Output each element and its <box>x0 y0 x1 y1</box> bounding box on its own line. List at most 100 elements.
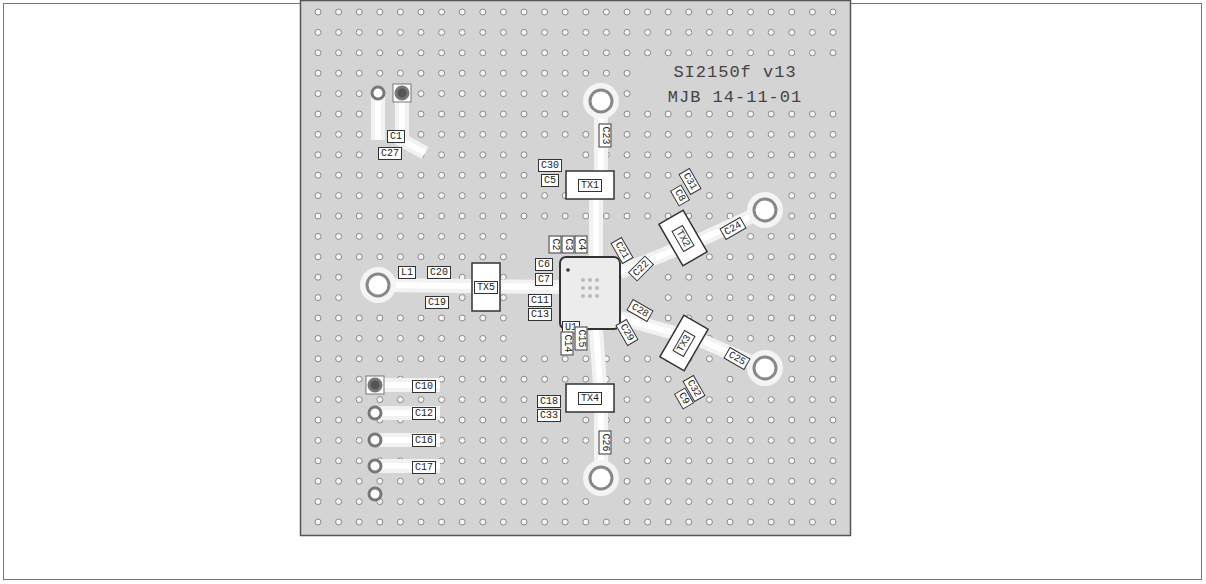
via-hole <box>768 499 774 505</box>
via-hole <box>356 417 362 423</box>
via-hole <box>439 213 445 219</box>
via-hole <box>624 111 630 117</box>
via-hole <box>830 233 836 239</box>
header-pin <box>396 87 408 99</box>
via-hole <box>418 519 424 525</box>
via-hole <box>315 478 321 484</box>
via-hole <box>480 478 486 484</box>
via-hole <box>336 458 342 464</box>
transformer-outline <box>660 315 708 371</box>
via-hole <box>315 172 321 178</box>
via-hole <box>521 437 527 443</box>
via-hole <box>418 499 424 505</box>
reference-designator: C19 <box>425 296 449 309</box>
via-hole <box>500 254 506 260</box>
via-hole <box>500 295 506 301</box>
via-hole <box>562 376 568 382</box>
via-hole <box>439 193 445 199</box>
via-hole <box>377 193 383 199</box>
via-hole <box>439 478 445 484</box>
via-hole <box>830 213 836 219</box>
reference-designator: C20 <box>427 266 451 279</box>
via-hole <box>562 131 568 137</box>
via-hole <box>336 519 342 525</box>
via-hole <box>645 376 651 382</box>
via-hole <box>789 397 795 403</box>
via-hole <box>480 50 486 56</box>
reference-designator: C12 <box>412 407 436 420</box>
via-hole <box>583 131 589 137</box>
via-hole <box>397 233 403 239</box>
via-hole <box>500 233 506 239</box>
via-hole <box>377 478 383 484</box>
via-hole <box>583 152 589 158</box>
via-hole <box>727 152 733 158</box>
via-hole <box>315 233 321 239</box>
via-hole <box>768 254 774 260</box>
via-hole <box>500 213 506 219</box>
via-hole <box>748 335 754 341</box>
via-hole <box>439 131 445 137</box>
via-hole <box>727 315 733 321</box>
thermal-via <box>581 286 585 290</box>
via-hole <box>356 499 362 505</box>
coax-pad <box>590 467 612 489</box>
via-hole <box>768 172 774 178</box>
via-hole <box>480 111 486 117</box>
via-hole <box>397 9 403 15</box>
board-marking: SI2150f v13 <box>670 63 799 82</box>
via-hole <box>500 91 506 97</box>
via-hole <box>439 233 445 239</box>
via-hole <box>336 376 342 382</box>
via-hole <box>480 499 486 505</box>
via-hole <box>480 193 486 199</box>
reference-designator: C33 <box>537 409 561 422</box>
reference-designator: C11 <box>528 294 552 307</box>
via-hole <box>480 376 486 382</box>
via-hole <box>768 9 774 15</box>
via-hole <box>583 356 589 362</box>
via-hole <box>727 417 733 423</box>
via-hole <box>706 131 712 137</box>
via-hole <box>583 50 589 56</box>
via-hole <box>748 295 754 301</box>
via-hole <box>768 335 774 341</box>
via-hole <box>500 111 506 117</box>
via-hole <box>789 519 795 525</box>
via-hole <box>727 499 733 505</box>
via-hole <box>356 356 362 362</box>
via-hole <box>583 417 589 423</box>
header-pin <box>369 379 381 391</box>
thermal-via <box>588 278 592 282</box>
via-hole <box>480 152 486 158</box>
via-hole <box>789 213 795 219</box>
via-hole <box>459 233 465 239</box>
via-hole <box>830 29 836 35</box>
via-hole <box>624 458 630 464</box>
via-hole <box>459 70 465 76</box>
via-hole <box>480 131 486 137</box>
pad-clearance <box>747 192 783 228</box>
via-hole <box>336 417 342 423</box>
via-hole <box>830 376 836 382</box>
via-hole <box>562 356 568 362</box>
via-hole <box>686 29 692 35</box>
via-hole <box>809 131 815 137</box>
via-hole <box>356 519 362 525</box>
thermal-via <box>581 278 585 282</box>
via-hole <box>336 213 342 219</box>
via-hole <box>768 295 774 301</box>
via-hole <box>500 131 506 137</box>
via-hole <box>748 417 754 423</box>
via-hole <box>521 356 527 362</box>
via-hole <box>459 254 465 260</box>
via-hole <box>418 213 424 219</box>
via-hole <box>830 335 836 341</box>
via-hole <box>500 437 506 443</box>
via-hole <box>706 417 712 423</box>
via-hole <box>809 29 815 35</box>
via-hole <box>583 70 589 76</box>
via-hole <box>397 478 403 484</box>
via-hole <box>665 50 671 56</box>
via-hole <box>480 335 486 341</box>
